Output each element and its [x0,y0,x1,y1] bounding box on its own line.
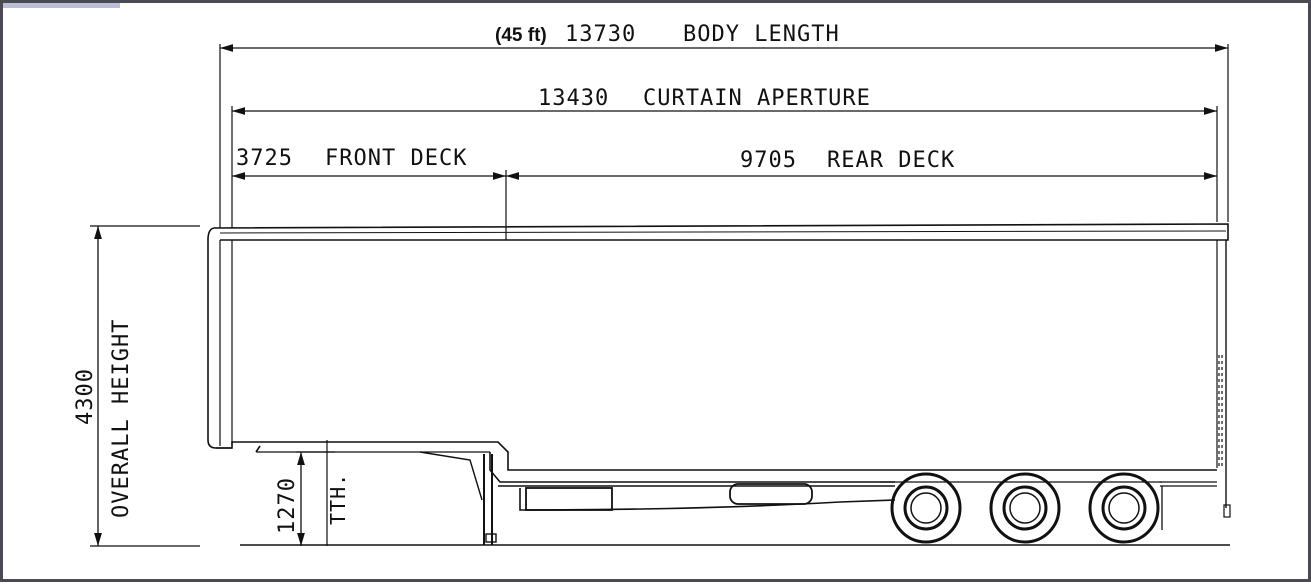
rear-deck-label: REAR DECK [827,148,955,173]
body-length-prefix: (45 ft) [495,25,547,46]
overall-height-dimension: 4300 OVERALL HEIGHT [73,225,200,547]
curtain-aperture-label: CURTAIN APERTURE [643,86,871,111]
tth-label: TTH. [326,473,350,525]
body-length-dimension: (45 ft) 13730 BODY LENGTH [219,22,1229,228]
wheel-3 [1088,472,1160,544]
curtain-aperture-value: 13430 [538,86,609,111]
rear-deck-value: 9705 [740,148,797,173]
tth-dimension: 1270 TTH. [275,440,350,546]
curtain-aperture-dimension: 13430 CURTAIN APERTURE [231,86,1218,228]
wheel-1 [890,472,962,544]
corner-tab [0,0,120,8]
wheel-2 [989,472,1061,544]
front-deck-value: 3725 [236,146,293,171]
rear-axle-wheels [880,472,1162,544]
front-deck-label: FRONT DECK [325,146,467,171]
body-length-label: BODY LENGTH [683,22,840,47]
overall-height-label: OVERALL HEIGHT [109,319,134,518]
overall-height-value: 4300 [73,368,98,425]
deck-dimensions: 3725 FRONT DECK 9705 REAR DECK [232,146,1217,240]
body-length-value: 13730 [565,22,636,47]
tth-value: 1270 [275,477,300,534]
trailer-body [207,223,1231,545]
